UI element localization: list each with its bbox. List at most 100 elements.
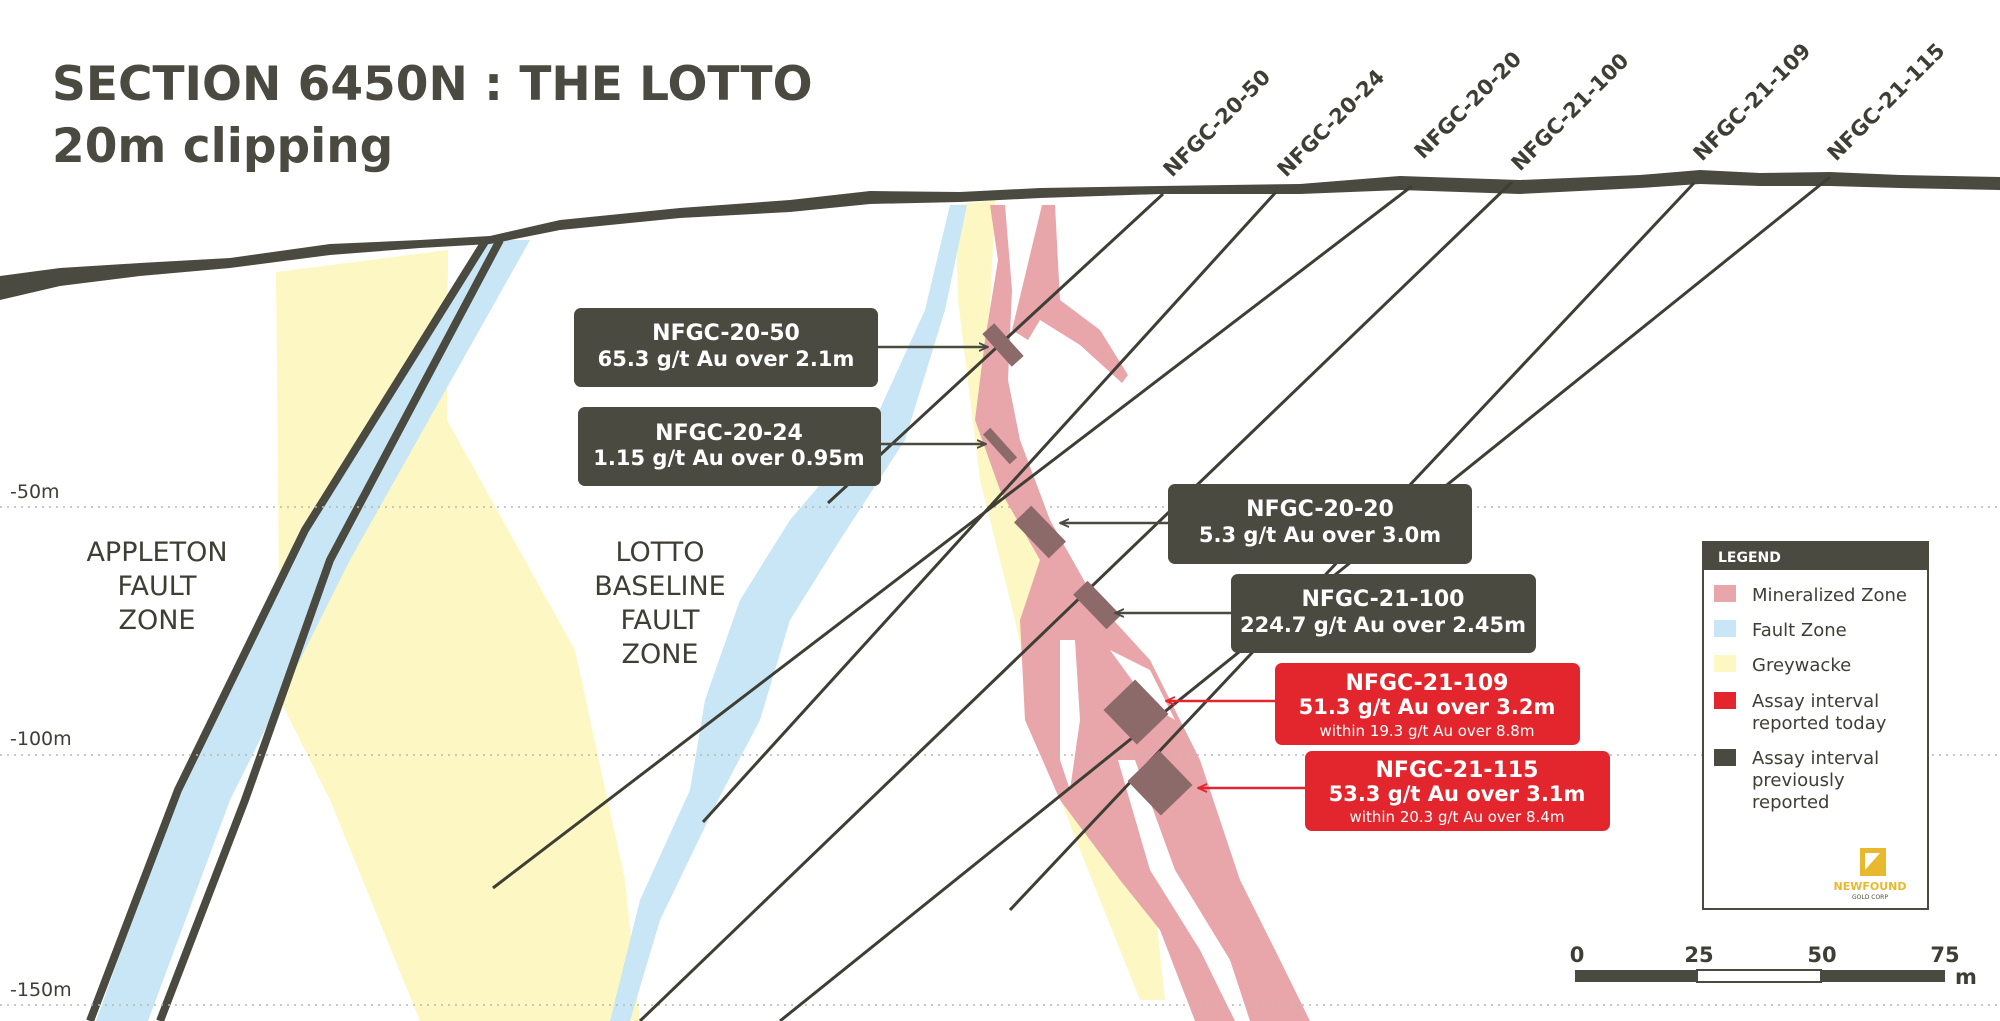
legend-label-assay-previous-1: Assay interval [1752, 748, 1879, 769]
legend: LEGEND Mineralized Zone Fault Zone Greyw… [1702, 541, 1929, 910]
newfound-logo-icon [1860, 848, 1886, 876]
legend-label-assay-previous-2: previously [1752, 770, 1845, 791]
depth-label-150: -150m [10, 979, 72, 1001]
legend-label-fault: Fault Zone [1752, 620, 1847, 641]
fault-zones [86, 205, 967, 1021]
callout-assay: 51.3 g/t Au over 3.2m [1299, 695, 1556, 719]
callout-nfgc-21-109: NFGC-21-109 51.3 g/t Au over 3.2m within… [1166, 663, 1580, 745]
callout-hole: NFGC-21-100 [1302, 587, 1465, 612]
lotto-label-line-1: LOTTO [615, 537, 704, 568]
callout-nfgc-21-115: NFGC-21-115 53.3 g/t Au over 3.1m within… [1198, 751, 1610, 831]
callout-within: within 19.3 g/t Au over 8.8m [1320, 722, 1535, 740]
legend-swatch-assay-today [1714, 692, 1736, 709]
legend-label-assay-previous-3: reported [1752, 792, 1829, 813]
callout-hole: NFGC-20-24 [655, 421, 803, 446]
callout-assay: 224.7 g/t Au over 2.45m [1240, 613, 1526, 637]
scale-segment-1 [1575, 970, 1697, 982]
callout-box [1275, 663, 1580, 745]
interval-nfgc-21-100 [1073, 580, 1121, 630]
hole-label-nfgc-21-100: NFGC-21-100 [1507, 49, 1634, 176]
hole-label-nfgc-21-115: NFGC-21-115 [1823, 39, 1950, 166]
interval-nfgc-20-50 [982, 323, 1024, 367]
mineralized-main [975, 205, 1310, 1021]
assay-intervals [982, 323, 1193, 816]
interval-nfgc-21-115 [1127, 750, 1193, 816]
callout-nfgc-20-20: NFGC-20-20 5.3 g/t Au over 3.0m [1060, 484, 1472, 564]
appleton-label-line-2: FAULT [117, 571, 197, 602]
callout-assay: 65.3 g/t Au over 2.1m [598, 347, 855, 371]
legend-title: LEGEND [1718, 550, 1781, 566]
lotto-label-line-2: BASELINE [594, 571, 725, 602]
callout-box [1305, 751, 1610, 831]
depth-label-50: -50m [10, 481, 60, 503]
scale-tick-50: 50 [1807, 943, 1836, 967]
newfound-logo-name: NEWFOUND [1834, 880, 1907, 893]
newfound-logo: NEWFOUND GOLD CORP [1834, 848, 1907, 901]
drill-trace-nfgc-21-100 [638, 180, 1514, 1021]
callouts: NFGC-20-50 65.3 g/t Au over 2.1m NFGC-20… [574, 308, 1610, 831]
scale-tick-75: 75 [1930, 943, 1959, 967]
legend-label-mineralized: Mineralized Zone [1752, 585, 1907, 606]
callout-assay: 5.3 g/t Au over 3.0m [1199, 523, 1441, 547]
callout-box [574, 308, 878, 387]
lotto-fault-zone [610, 205, 967, 1021]
callout-nfgc-20-24: NFGC-20-24 1.15 g/t Au over 0.95m [578, 407, 986, 486]
callout-within: within 20.3 g/t Au over 8.4m [1350, 808, 1565, 826]
callout-nfgc-20-50: NFGC-20-50 65.3 g/t Au over 2.1m [574, 308, 988, 387]
mineralized-gap-1 [1110, 650, 1175, 720]
legend-label-assay-today-1: Assay interval [1752, 691, 1879, 712]
legend-swatch-fault [1714, 620, 1736, 637]
callout-assay: 53.3 g/t Au over 3.1m [1329, 782, 1586, 806]
scale-tick-0: 0 [1570, 943, 1585, 967]
legend-swatch-greywacke [1714, 655, 1736, 672]
callout-box [1231, 574, 1536, 653]
lotto-label-line-3: FAULT [620, 605, 700, 636]
legend-frame [1702, 541, 1929, 910]
appleton-zone-label: APPLETON FAULT ZONE [86, 537, 227, 636]
callout-assay: 1.15 g/t Au over 0.95m [593, 446, 864, 470]
callout-box [578, 407, 881, 486]
scale-bar: 0 25 50 75 m [1570, 943, 1977, 989]
page-subtitle: 20m clipping [52, 119, 393, 174]
depth-grid: -50m -100m -150m [0, 481, 2000, 1006]
interval-nfgc-20-20 [1014, 505, 1066, 559]
callout-hole: NFGC-21-109 [1346, 671, 1509, 696]
callout-hole: NFGC-21-115 [1376, 758, 1539, 783]
legend-header [1703, 542, 1928, 570]
drill-trace-nfgc-20-20 [492, 184, 1413, 890]
appleton-fault-line-b [156, 238, 504, 1021]
mineralized-branch-upper [1012, 205, 1128, 383]
legend-swatch-mineralized [1714, 585, 1736, 602]
page-title: SECTION 6450N : THE LOTTO [52, 57, 813, 112]
legend-label-greywacke: Greywacke [1752, 655, 1851, 676]
callout-nfgc-21-100: NFGC-21-100 224.7 g/t Au over 2.45m [1115, 574, 1536, 653]
lotto-zone-label: LOTTO BASELINE FAULT ZONE [594, 537, 725, 670]
legend-swatch-assay-previous [1714, 749, 1736, 766]
drill-hole-labels: NFGC-20-50 NFGC-20-24 NFGC-20-20 NFGC-21… [1159, 39, 1950, 182]
mineralized-zones [975, 205, 1310, 1021]
appleton-label-line-1: APPLETON [86, 537, 227, 568]
callout-box [1168, 484, 1472, 564]
ground-surface [0, 170, 2000, 300]
scale-tick-25: 25 [1684, 943, 1713, 967]
appleton-fault-zone [96, 240, 530, 1021]
legend-label-assay-today-2: reported today [1752, 713, 1887, 734]
lotto-label-line-4: ZONE [621, 639, 698, 670]
hole-label-nfgc-20-24: NFGC-20-24 [1273, 65, 1390, 182]
mineralized-gap-3 [1060, 640, 1080, 790]
appleton-label-line-3: ZONE [118, 605, 195, 636]
callout-hole: NFGC-20-50 [652, 321, 800, 346]
hole-label-nfgc-20-20: NFGC-20-20 [1410, 47, 1527, 164]
scale-segment-3 [1821, 970, 1945, 982]
newfound-logo-sub: GOLD CORP [1852, 894, 1888, 901]
mineralized-gap-2 [1118, 760, 1250, 1021]
interval-nfgc-21-109 [1103, 679, 1169, 745]
hole-label-nfgc-20-50: NFGC-20-50 [1159, 65, 1276, 182]
scale-unit: m [1955, 965, 1977, 989]
interval-nfgc-20-24 [982, 427, 1018, 465]
depth-label-100: -100m [10, 728, 72, 750]
scale-segment-2 [1696, 969, 1822, 983]
callout-hole: NFGC-20-20 [1246, 497, 1394, 522]
appleton-fault-line-a [86, 237, 490, 1021]
